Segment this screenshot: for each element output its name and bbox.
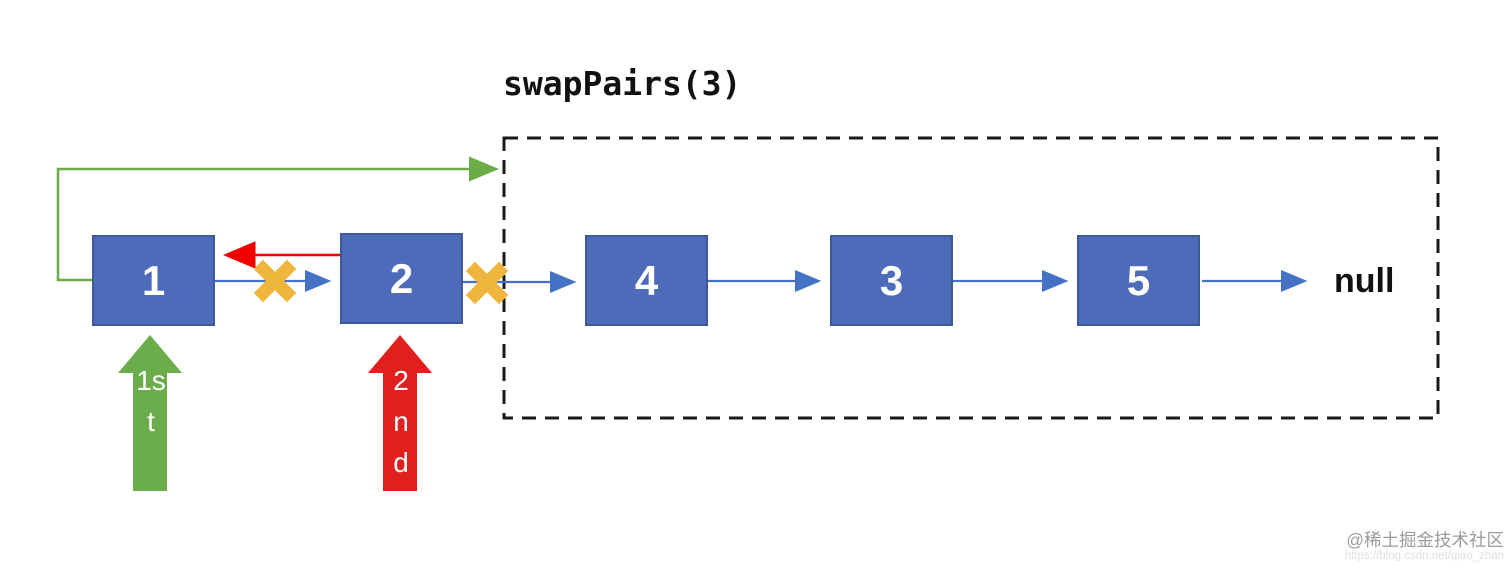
list-node-2: 2 <box>340 233 463 324</box>
null-tail-label: null <box>1334 262 1395 300</box>
list-node-1: 1 <box>92 235 215 326</box>
watermark: @稀土掘金技术社区 https://blog.csdn.net/qiao_zha… <box>1345 530 1504 562</box>
x-cross-icon-link-1-2 <box>253 259 297 303</box>
node-value: 2 <box>389 254 414 302</box>
function-call-title: swapPairs(3) <box>503 64 742 103</box>
watermark-community-text: @稀土掘金技术社区 <box>1346 530 1504 550</box>
node-value: 1 <box>141 256 166 304</box>
green-up-arrow <box>118 335 182 491</box>
watermark-url-text: https://blog.csdn.net/qiao_zhan <box>1344 550 1504 562</box>
list-node-3: 3 <box>830 235 953 326</box>
x-cross-icon-link-2-4 <box>465 261 509 305</box>
list-node-4: 4 <box>585 235 708 326</box>
node-value: 5 <box>1126 256 1151 304</box>
second-pointer-label: 2nd <box>393 365 409 478</box>
recursion-subproblem-dashed-box <box>502 136 1440 420</box>
first-pointer-label: 1st <box>136 365 166 437</box>
red-up-arrow <box>368 335 432 491</box>
node-value: 4 <box>634 256 659 304</box>
list-node-5: 5 <box>1077 235 1200 326</box>
green-arrow-to-recursion-box <box>56 156 499 282</box>
node-value: 3 <box>879 256 904 304</box>
